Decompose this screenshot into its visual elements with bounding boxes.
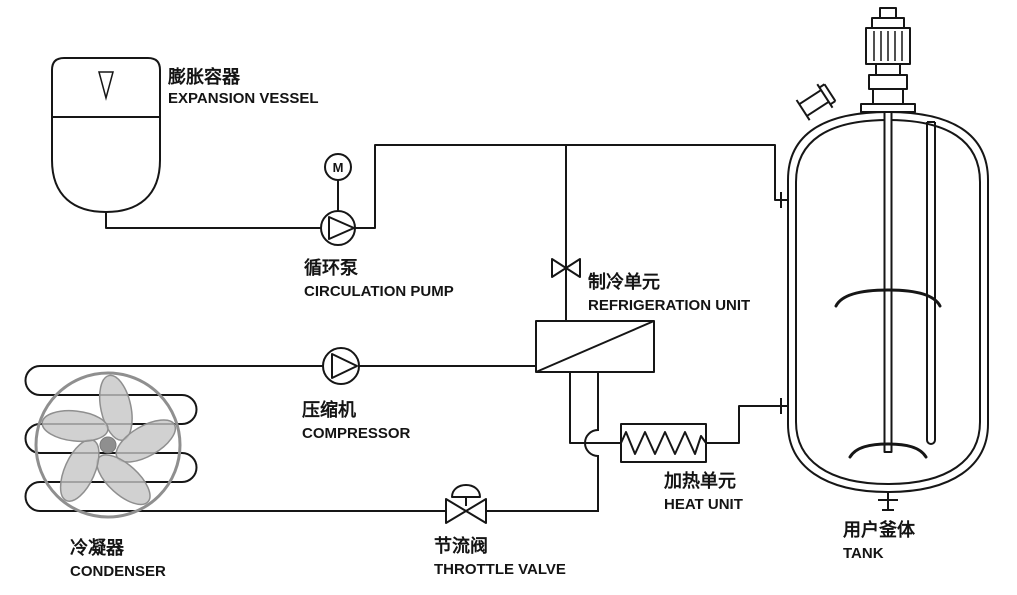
- circulation-pump-label-zh: 循环泵: [304, 257, 358, 278]
- refrigeration-unit-label-zh: 制冷单元: [588, 271, 660, 292]
- piping: [24, 144, 789, 512]
- tank-bottom-drain-icon: [878, 492, 898, 511]
- heater-zigzag-icon: [620, 431, 707, 455]
- valve-actuator-dome-icon: [451, 484, 481, 498]
- heat-unit-symbol: [620, 423, 707, 463]
- tank-symbol: [787, 7, 989, 511]
- pipe-refrigeration-to-heat-unit: [569, 371, 622, 444]
- heat-unit-label-zh: 加热单元: [663, 470, 736, 491]
- compressor-label-en: COMPRESSOR: [302, 425, 411, 442]
- expansion-vessel-label-en: EXPANSION VESSEL: [168, 90, 319, 107]
- tank-inner-wall: [795, 119, 981, 485]
- expansion-vessel-symbol: [51, 57, 161, 213]
- refrigeration-unit-symbol: [535, 320, 655, 373]
- compressor-symbol: [322, 347, 360, 385]
- agitator-impeller-upper: [834, 288, 942, 308]
- condenser-fan-icon: [34, 371, 182, 519]
- agitator-impeller-lower: [848, 442, 928, 459]
- tank-dip-tube: [926, 121, 936, 445]
- compressor-label-zh: 压缩机: [302, 399, 356, 420]
- refrigeration-unit-label-en: REFRIGERATION UNIT: [588, 297, 750, 314]
- throttle-valve-label-en: THROTTLE VALVE: [434, 561, 566, 578]
- expansion-vessel-label-zh: 膨胀容器: [167, 66, 241, 87]
- labels: 膨胀容器 EXPANSION VESSEL 循环泵 CIRCULATION PU…: [70, 66, 916, 580]
- throttle-valve-symbol: [445, 484, 487, 524]
- pump-triangle-icon: [328, 216, 355, 240]
- throttle-valve-label-zh: 节流阀: [434, 535, 488, 556]
- tank-label-en: TANK: [843, 545, 884, 562]
- pipe-condenser-coil: [24, 365, 599, 512]
- circulation-pump-label-en: CIRCULATION PUMP: [304, 283, 454, 300]
- agitator-motor-icon: [860, 7, 916, 113]
- compressor-triangle-icon: [331, 353, 358, 379]
- pipe-supply-top-run: [105, 144, 789, 229]
- refrigeration-branch-valve-icon: [551, 258, 581, 278]
- motor-circle-icon: [324, 153, 352, 181]
- motor-letter: M: [333, 160, 344, 175]
- pipe-heat-unit-to-tank: [706, 405, 789, 444]
- tank-label-zh: 用户釜体: [843, 519, 916, 540]
- circulation-pump-symbol: M: [320, 153, 356, 246]
- tank-manway-nozzle-icon: [795, 83, 837, 121]
- vent-triangle-icon: [98, 71, 114, 101]
- condenser-label-en: CONDENSER: [70, 563, 166, 580]
- agitator-shaft: [883, 107, 893, 453]
- heat-unit-label-en: HEAT UNIT: [664, 496, 743, 513]
- condenser-label-zh: 冷凝器: [70, 537, 125, 558]
